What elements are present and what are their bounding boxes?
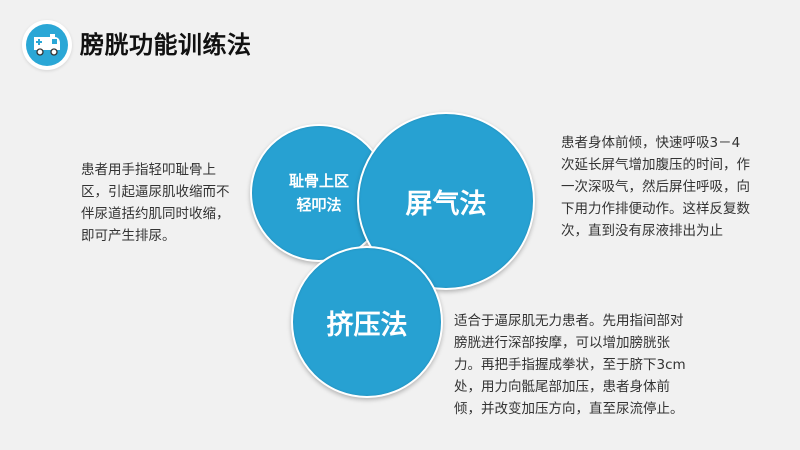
method-label-breath-holding: 屏气法 bbox=[405, 188, 487, 220]
method-description-tapping: 患者用手指轻叩耻骨上区，引起逼尿肌收缩而不伴尿道括约肌同时收缩，即可产生排尿。 bbox=[81, 162, 230, 244]
method-label-line: 轻叩法 bbox=[296, 196, 342, 214]
method-description-compression: 适合于逼尿肌无力患者。先用指间部对膀胱进行深部按摩，可以增加膀胱张力。再把手指握… bbox=[454, 313, 686, 417]
method-circle-compression: 挤压法 bbox=[291, 246, 443, 398]
method-label-line: 耻骨上区 bbox=[288, 172, 349, 190]
ambulance-icon-badge bbox=[22, 20, 72, 70]
method-description-breath-holding: 患者身体前倾，快速呼吸3－4次延长屏气增加腹压的时间，作一次深吸气，然后屏住呼吸… bbox=[561, 135, 750, 239]
ambulance-icon bbox=[26, 24, 68, 66]
method-label-compression: 挤压法 bbox=[326, 309, 408, 341]
method-label-tapping: 耻骨上区 轻叩法 bbox=[289, 169, 349, 217]
page-title: 膀胱功能训练法 bbox=[80, 31, 252, 59]
